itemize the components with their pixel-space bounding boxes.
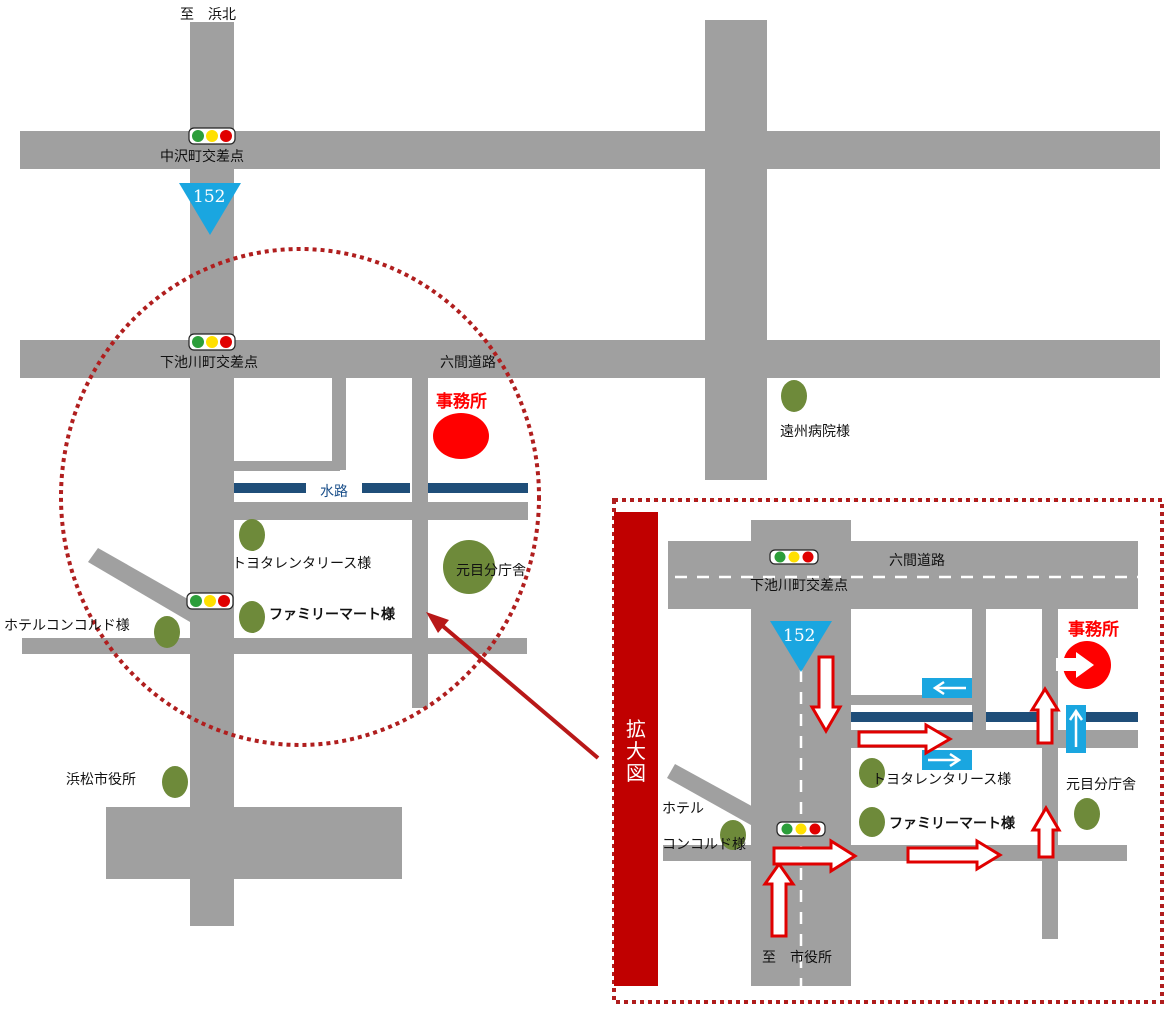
label-enshu-hospital: 遠州病院様	[780, 424, 850, 440]
label-enlarged-map: 拡大図	[626, 717, 646, 785]
signal-shimoikegawa	[188, 333, 236, 351]
one-way-left-sign	[922, 678, 972, 698]
road-east	[705, 20, 767, 480]
route-arrow-east-1	[772, 838, 858, 874]
pointer-arrow	[426, 612, 600, 760]
road-familymart	[22, 638, 527, 654]
label-canal: 水路	[320, 484, 348, 500]
route-arrow-east-2	[906, 838, 1003, 872]
tree-cityhall	[162, 766, 188, 798]
inset-tree-motome	[1074, 798, 1100, 830]
inset-band	[614, 512, 658, 986]
one-way-right-sign	[922, 750, 972, 770]
inset-signal-shimoikegawa	[769, 549, 819, 565]
tree-concorde	[154, 616, 180, 648]
route-arrow-north-2	[1030, 805, 1062, 859]
landmark-trees	[154, 380, 807, 798]
label-toyota-rentalease: トヨタレンタリース様	[232, 556, 372, 572]
route-152-marker	[179, 183, 241, 235]
road-canal-south	[234, 502, 528, 520]
road-canal-north	[234, 461, 340, 471]
inset-landmark-trees	[720, 758, 1100, 850]
inset-tree-concorde	[720, 820, 746, 850]
inset-road-small-2	[1042, 609, 1058, 939]
road-small-1	[332, 378, 346, 470]
tree-toyota	[239, 519, 265, 551]
enlarge-circle	[59, 247, 541, 747]
inset-label-motome-office: 元目分庁舎	[1066, 777, 1136, 793]
office-marker	[433, 413, 489, 459]
route-arrow-north-1	[762, 861, 796, 938]
tree-enshu	[781, 380, 807, 412]
inset-label-route-152: 152	[783, 626, 816, 646]
label-route-152: 152	[193, 187, 226, 207]
inset-label-shimoikegawa-intersection: 下池川町交差点	[750, 578, 848, 594]
inset-office-marker	[1056, 641, 1111, 689]
canal	[234, 483, 528, 493]
inset-label-office: 事務所	[1068, 620, 1119, 640]
inset-road-diagonal	[667, 764, 768, 829]
inset-label-toyota-rentalease: トヨタレンタリース様	[872, 772, 1012, 788]
one-way-up-sign	[1066, 705, 1086, 753]
label-to-hamakita: 至 浜北	[180, 7, 236, 23]
label-hamamatsu-city-hall: 浜松市役所	[66, 772, 136, 788]
label-motome-office: 元目分庁舎	[456, 563, 526, 579]
label-hotel-concorde: ホテルコンコルド様	[4, 618, 130, 634]
label-office: 事務所	[436, 392, 487, 412]
inset-label-hotel: ホテル	[662, 801, 704, 817]
inset-label-to-city-hall: 至 市役所	[762, 950, 832, 966]
label-nakazawa-intersection: 中沢町交差点	[160, 149, 244, 165]
label-familymart: ファミリーマート様	[269, 607, 395, 623]
road-diagonal	[88, 548, 200, 622]
signal-nakazawa	[188, 127, 236, 145]
main-roads	[20, 20, 1160, 926]
label-rokken-road: 六間道路	[440, 355, 496, 371]
inset-tree-familymart	[859, 807, 885, 837]
inset-roads	[663, 520, 1138, 986]
inset-signal-familymart	[776, 821, 826, 837]
route-arrow-north-3	[1029, 686, 1061, 745]
cityhall-block	[106, 807, 402, 879]
inset-road-small-1	[972, 609, 986, 734]
inset-label-familymart: ファミリーマート様	[889, 816, 1015, 832]
inset-route-152-marker	[770, 621, 832, 672]
inset-tree-toyota	[859, 758, 885, 788]
route-arrow-south-1	[809, 655, 843, 734]
inset-road-rokken	[668, 541, 1138, 609]
tree-familymart	[239, 601, 265, 633]
signal-familymart	[186, 592, 234, 610]
road-route-152	[190, 22, 234, 926]
label-shimoikegawa-intersection: 下池川町交差点	[160, 355, 258, 371]
tree-motome	[443, 540, 495, 594]
inset-label-rokken-road: 六間道路	[889, 553, 945, 569]
road-small-2	[412, 378, 428, 708]
inset-canal	[851, 712, 1138, 722]
route-arrows	[762, 655, 1062, 938]
inset-label-concorde: コンコルド様	[662, 837, 746, 853]
route-arrow-east-3	[857, 722, 953, 756]
inset-road-canal-north	[851, 695, 986, 705]
